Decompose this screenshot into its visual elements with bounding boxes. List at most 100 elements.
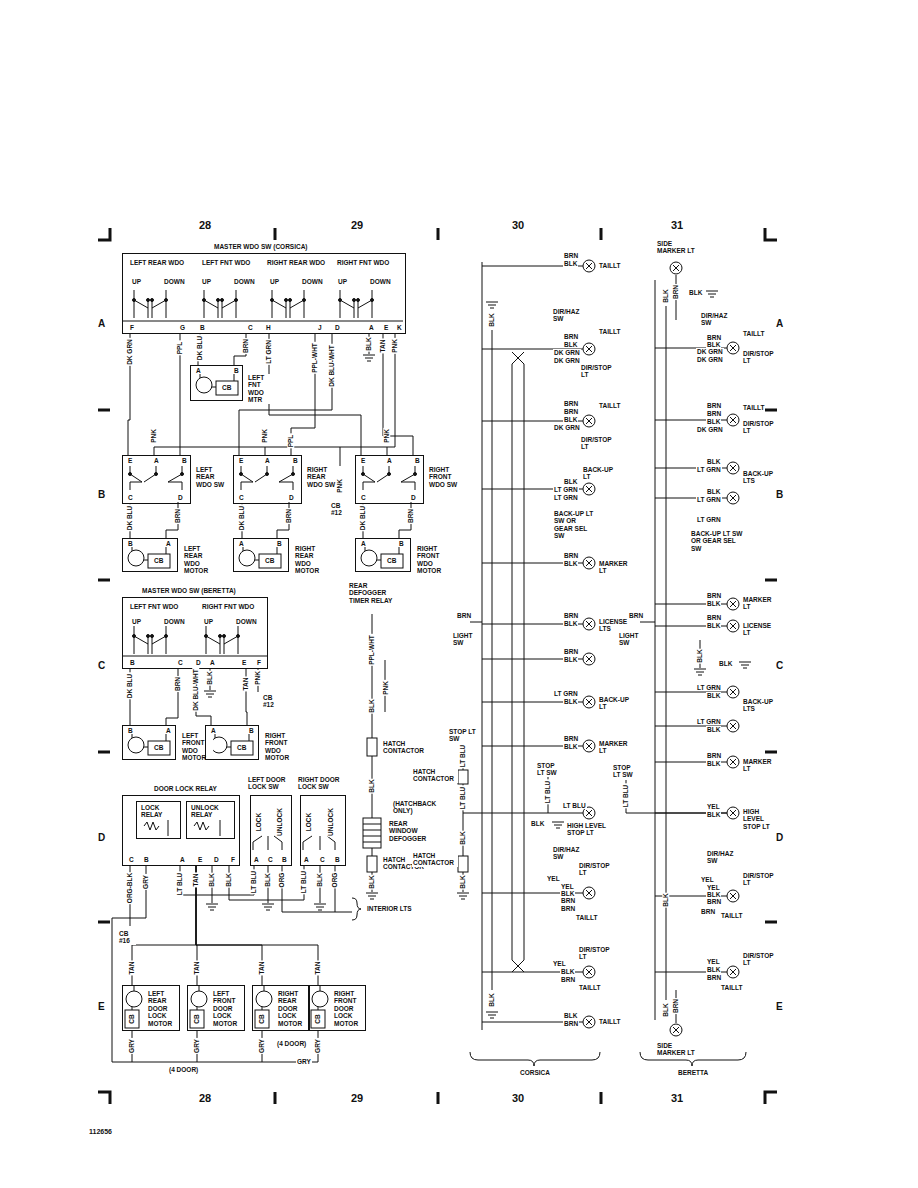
node-text: B: [276, 540, 283, 547]
component-box: ABCBLEFT FNT WDO MTR: [190, 365, 243, 401]
component-label: LEFT FNT WDO MTR: [247, 374, 275, 404]
node-text: C: [247, 324, 254, 331]
part-label: (4 DOOR): [168, 1066, 199, 1073]
part-label: DIR/STOP LT: [742, 872, 774, 887]
component-label: RIGHT REAR WDO MOTOR: [294, 545, 330, 575]
wire-color-label: LT BLU: [459, 744, 466, 769]
node-text: A: [195, 367, 202, 374]
wire-color-label: GRY: [142, 874, 149, 890]
part-label: DK GRN: [696, 356, 724, 363]
part-label: BACK-UP LT SW OR GEAR SEL SW: [690, 530, 744, 552]
wire-color-label: LT GRN: [265, 339, 272, 365]
part-label: BRN: [706, 410, 722, 417]
node-text: F: [230, 856, 236, 863]
part-label: CB #16: [118, 930, 136, 945]
part-label: BLK: [563, 698, 578, 705]
node-text: B: [414, 457, 421, 464]
part-label: BRN: [456, 612, 472, 619]
part-label: TAILLT: [598, 328, 621, 335]
component-label: MASTER WDO SW (BERETTA): [141, 587, 237, 594]
wire-color-label: DK BLU-WHT: [192, 668, 199, 712]
node-text: B: [143, 856, 150, 863]
wire-color-label: BLK: [459, 874, 466, 889]
part-label: MARKER LT: [742, 596, 774, 611]
component-label: MASTER WDO SW (CORSICA): [213, 243, 309, 250]
part-label: BLK: [706, 760, 721, 767]
part-label: DIR/STOP LT: [578, 946, 610, 961]
part-label: REAR WINDOW DEFOGGER: [388, 820, 432, 842]
wire-color-label: BLK: [206, 670, 213, 685]
node-text: A: [253, 856, 260, 863]
node-text: B: [181, 457, 188, 464]
part-label: BACK-UP LTS: [742, 698, 774, 713]
part-label: YEL: [706, 803, 721, 810]
part-label: STOP LT SW: [612, 764, 640, 779]
part-label: BRN: [706, 974, 722, 981]
wire-connector: [196, 866, 318, 985]
wire-color-label: BLK: [662, 892, 669, 907]
node-text: E: [197, 856, 203, 863]
part-label: BLK: [688, 289, 703, 296]
part-label: BRN: [563, 648, 579, 655]
wire-color-label: PNK: [391, 338, 398, 354]
node-text: G: [179, 324, 186, 331]
node-text: LEFT FRONT DOOR LOCK MOTOR: [212, 990, 242, 1027]
component-box: BACBLEFT REAR WDO MOTOR: [122, 538, 178, 572]
part-label: INTERIOR LTS: [366, 905, 413, 912]
node-text: LOCK: [305, 812, 312, 832]
grid-reference: 28: [198, 1092, 212, 1105]
wire-color-label: PNK: [383, 428, 390, 444]
node-text: UP: [337, 278, 348, 285]
part-label: MARKER LT: [742, 758, 774, 773]
node-text: E: [360, 457, 366, 464]
node-text: D: [410, 494, 417, 501]
wire-color-label: LT BLU: [300, 870, 307, 895]
part-label: GRY: [296, 1058, 312, 1065]
component-box: EABCDRIGHT FRONT WDO SW: [355, 455, 424, 504]
part-label: YEL: [546, 875, 561, 882]
part-label: REAR DEFOGGER TIMER RELAY: [348, 582, 400, 604]
wire-color-label: BRN: [285, 508, 292, 524]
wire-color-label: TAN: [242, 677, 249, 692]
grid-reference: 31: [670, 1092, 684, 1105]
node-text: E: [238, 457, 244, 464]
part-label: BLK: [706, 458, 721, 465]
component-box: EABCDRIGHT REAR WDO SW: [233, 455, 302, 504]
component-label: RIGHT FRONT WDO MOTOR: [264, 732, 296, 762]
part-label: BRN: [563, 1020, 579, 1027]
wire-color-label: TAN: [258, 961, 265, 976]
wire-color-label: ORG: [278, 872, 285, 889]
node-text: CB: [128, 1013, 135, 1024]
part-label: BLK: [560, 968, 575, 975]
part-label: DIR/STOP LT: [742, 952, 774, 967]
wire-color-label: GRY: [193, 1038, 200, 1054]
wire-color-label: PPL: [287, 434, 294, 449]
component-label: RIGHT FRONT WDO MOTOR: [416, 545, 452, 575]
component-box: ABCBRIGHT REAR WDO MOTOR: [233, 538, 289, 572]
wire-color-label: GRY: [314, 1038, 321, 1054]
part-label: BRN: [706, 752, 722, 759]
wire-color-label: DK BLU-WHT: [328, 344, 335, 388]
wire-connector: [132, 866, 196, 985]
part-label: LT GRN: [696, 496, 722, 503]
component-box: DOOR LOCK RELAYCBAEDFLOCK RELAYUNLOCK RE…: [122, 795, 240, 866]
grid-reference: 29: [350, 219, 364, 232]
part-label: BLK: [706, 726, 721, 733]
part-label: HATCH CONTACTOR: [412, 852, 458, 867]
node-text: D: [177, 494, 184, 501]
part-label: BLK: [563, 260, 578, 267]
node-text: UNLOCK: [276, 807, 283, 837]
wire-color-label: TAN: [379, 339, 386, 354]
node-text: A: [360, 540, 367, 547]
node-text: C: [319, 856, 326, 863]
wire-color-label: LT BLU: [250, 870, 257, 895]
wire-color-label: GRY: [128, 1038, 135, 1054]
part-label: BLK: [563, 620, 578, 627]
node-text: C: [360, 494, 367, 501]
wire-color-label: PNK: [254, 670, 261, 686]
node-text: A: [165, 540, 172, 547]
node-text: A: [153, 457, 160, 464]
node-text: B: [398, 540, 405, 547]
node-text: B: [129, 659, 136, 666]
